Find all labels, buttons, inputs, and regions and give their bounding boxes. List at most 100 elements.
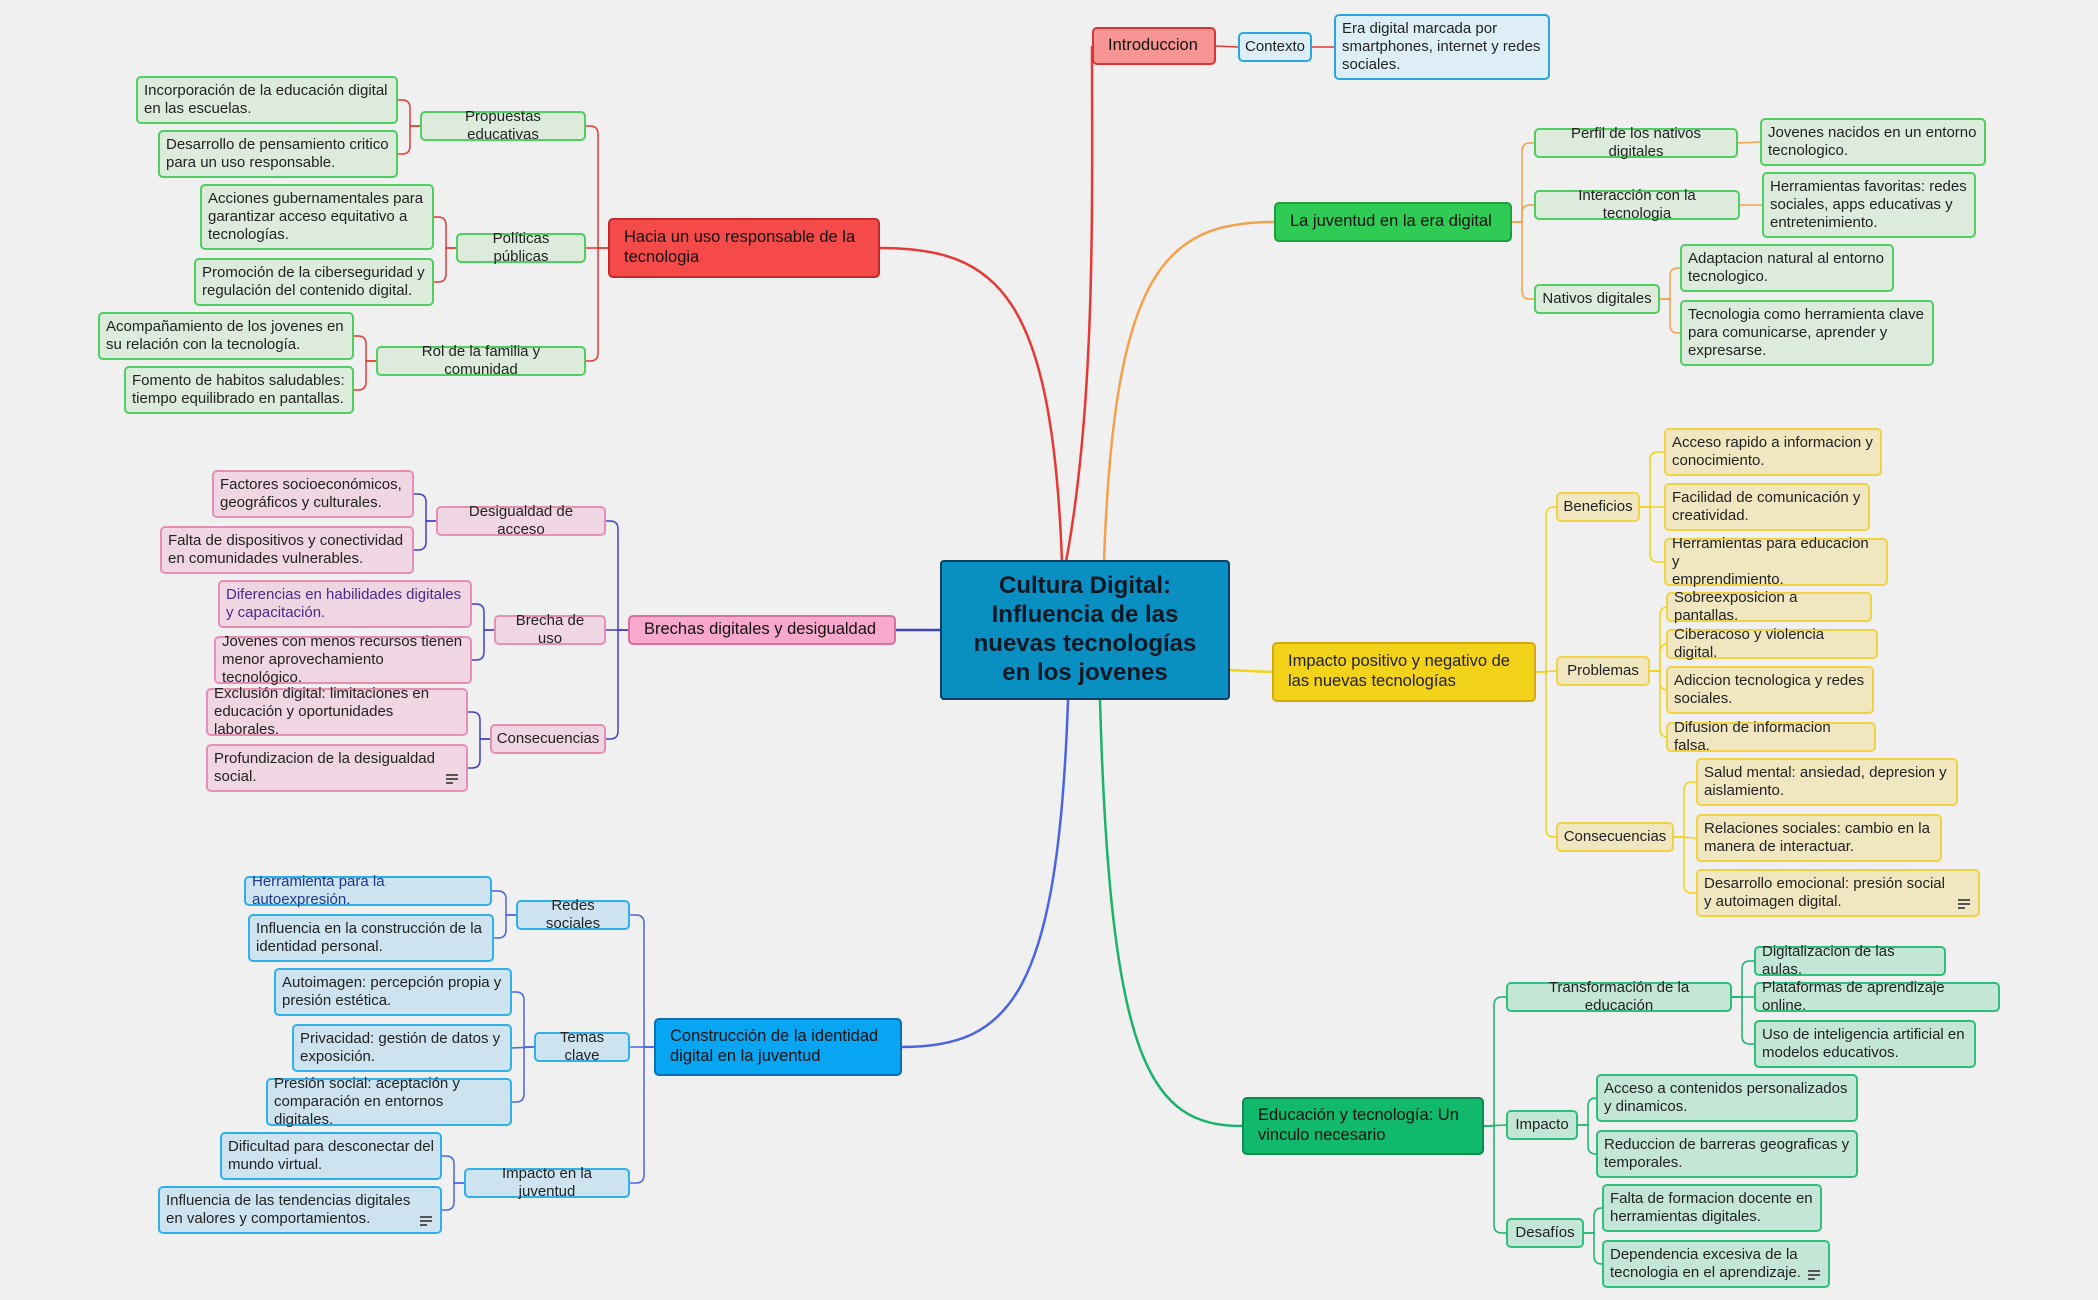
node-temas[interactable]: Temas clave <box>534 1029 630 1064</box>
node-digitalizacion[interactable]: Digitalizacion de las aulas. <box>1754 943 1946 978</box>
node-ciberacoso[interactable]: Ciberacoso y violencia digital. <box>1666 626 1878 661</box>
node-text-line: Uso de inteligencia artificial en <box>1762 1026 1965 1043</box>
link-pensamiento-critico <box>398 125 420 155</box>
node-plataformas[interactable]: Plataformas de aprendizaje online. <box>1754 979 2000 1014</box>
node-problemas[interactable]: Problemas <box>1556 656 1650 686</box>
node-text-line: Era digital marcada por <box>1342 20 1498 37</box>
node-factores[interactable]: Factores socioeconómicos,geográficos y c… <box>212 470 414 518</box>
node-nativos[interactable]: Nativos digitales <box>1534 284 1660 314</box>
node-transformacion[interactable]: Transformación de la educación <box>1506 979 1732 1014</box>
node-interaccion[interactable]: Interacción con la tecnologia <box>1534 187 1740 222</box>
node-text-line: sociales. <box>1674 690 1733 707</box>
node-text: Perfil de los nativos digitales <box>1542 125 1730 161</box>
node-text-line: modelos educativos. <box>1762 1044 1899 1061</box>
node-autoexpresion[interactable]: Herramienta para la autoexpresión. <box>244 873 492 908</box>
node-perfil[interactable]: Perfil de los nativos digitales <box>1534 125 1738 161</box>
node-text-line: Propuestas educativas <box>465 108 541 143</box>
note-icon[interactable] <box>420 1216 432 1226</box>
node-juventud[interactable]: La juventud en la era digital <box>1274 202 1512 242</box>
node-consecuencias-impacto[interactable]: Consecuencias <box>1556 822 1674 852</box>
node-redes[interactable]: Redes sociales <box>516 897 630 932</box>
node-fomento[interactable]: Fomento de habitos saludables:tiempo equ… <box>124 366 354 414</box>
link-consecuencias-brechas <box>606 629 628 740</box>
node-brecha-uso[interactable]: Brecha de uso <box>494 612 606 647</box>
node-propuestas[interactable]: Propuestas educativas <box>420 108 586 143</box>
node-text-line: Construcción de la identidad <box>670 1027 879 1046</box>
node-introduccion[interactable]: Introduccion <box>1092 27 1216 65</box>
note-icon[interactable] <box>446 774 458 784</box>
node-sobreexposicion[interactable]: Sobreexposicion a pantallas. <box>1666 589 1872 624</box>
node-text-line: y capacitación. <box>226 604 326 621</box>
link-factores <box>414 493 436 522</box>
node-politicas[interactable]: Políticas públicas <box>456 230 586 265</box>
node-desafios[interactable]: Desafíos <box>1506 1218 1584 1248</box>
node-desigualdad-acceso[interactable]: Desigualdad de acceso <box>436 503 606 538</box>
note-icon[interactable] <box>1958 899 1970 909</box>
node-rol-familia[interactable]: Rol de la familia y comunidad <box>376 343 586 378</box>
node-consecuencias-brechas[interactable]: Consecuencias <box>490 724 606 754</box>
node-difusion[interactable]: Difusion de informacion falsa. <box>1666 719 1876 754</box>
node-impacto-juventud[interactable]: Impacto en la juventud <box>464 1165 630 1200</box>
link-formacion-docente <box>1584 1207 1603 1234</box>
node-beneficios[interactable]: Beneficios <box>1556 492 1640 522</box>
node-text-line: manera de interactuar. <box>1704 838 1855 855</box>
node-text-line: Redes sociales <box>545 897 601 932</box>
node-impacto-edu[interactable]: Impacto <box>1506 1110 1578 1140</box>
node-brechas[interactable]: Brechas digitales y desigualdad <box>628 615 896 645</box>
node-text-line: Interacción con la tecnologia <box>1578 187 1696 222</box>
node-text-line: Desigualdad de acceso <box>468 503 574 538</box>
note-icon[interactable] <box>1808 1270 1820 1280</box>
link-tendencias <box>442 1182 464 1211</box>
node-text-line: temporales. <box>1604 1154 1683 1171</box>
node-text-line: Influencia en la construcción de la <box>256 920 482 937</box>
node-contexto[interactable]: Contexto <box>1238 32 1312 62</box>
node-text-line: Cultura Digital: <box>999 572 1171 600</box>
